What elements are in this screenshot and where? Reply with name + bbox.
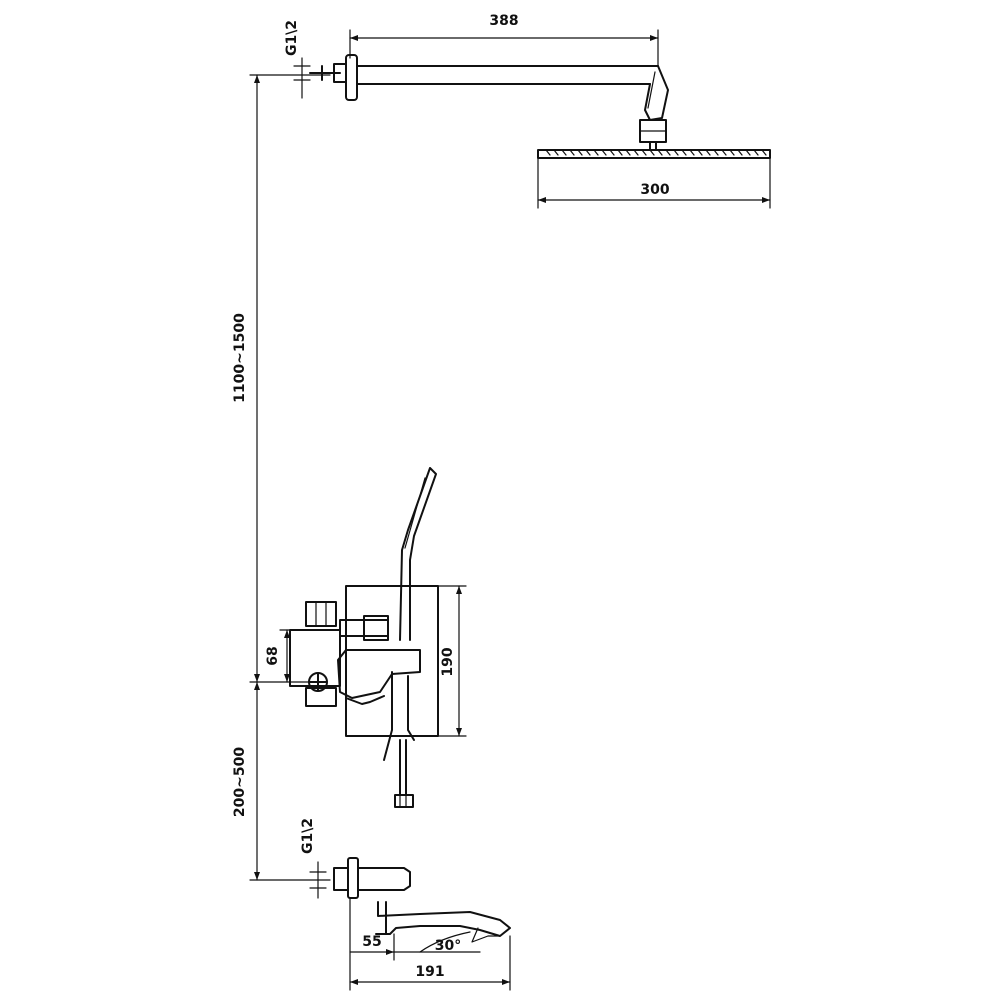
spout-length-label: 191	[415, 964, 444, 980]
nozzle-mark	[673, 149, 679, 156]
nozzle-mark	[593, 149, 599, 156]
nozzle-mark	[713, 149, 719, 156]
nozzle-mark	[633, 149, 639, 156]
body-height-label: 190	[440, 647, 456, 676]
nozzle-mark	[569, 149, 575, 156]
nozzle-mark	[657, 149, 663, 156]
valve-offset-label: 68	[265, 646, 281, 665]
nozzle-mark	[561, 149, 567, 156]
shower-head-nozzles	[545, 149, 767, 156]
nozzle-mark	[681, 149, 687, 156]
dim-head-height: 1100~1500	[232, 74, 331, 683]
bottom-thread-label: G1\2	[300, 818, 316, 854]
dim-top-inlet: G1\2	[284, 20, 311, 99]
nozzle-mark	[641, 149, 647, 156]
spout-offset-label: 55	[362, 934, 381, 950]
arm-length-label: 388	[489, 13, 518, 29]
dim-body-height: 190	[437, 585, 467, 737]
nozzle-mark	[745, 149, 751, 156]
head-height-label: 1100~1500	[232, 313, 248, 403]
mixer-valve	[289, 467, 439, 808]
nozzle-mark	[665, 149, 671, 156]
dim-spout-offset: 55 30°	[349, 931, 481, 955]
nozzle-mark	[553, 149, 559, 156]
nozzle-mark	[729, 149, 735, 156]
dim-valve-offset: 68	[249, 629, 311, 683]
spout-angle-label: 30°	[435, 938, 461, 954]
dim-bottom-inlet: G1\2	[300, 818, 327, 899]
nozzle-mark	[617, 149, 623, 156]
nozzle-mark	[737, 149, 743, 156]
bath-spout	[333, 857, 511, 961]
nozzle-mark	[601, 149, 607, 156]
nozzle-mark	[625, 149, 631, 156]
nozzle-mark	[705, 149, 711, 156]
dim-lower-height: 200~500	[232, 681, 331, 881]
dim-head-width: 300	[537, 157, 771, 209]
nozzle-mark	[585, 149, 591, 156]
nozzle-mark	[649, 149, 655, 156]
nozzle-mark	[689, 149, 695, 156]
wall-arm-assembly	[309, 54, 669, 151]
nozzle-mark	[577, 149, 583, 156]
dim-spout-length: 191	[349, 897, 511, 991]
top-thread-label: G1\2	[284, 20, 300, 56]
nozzle-mark	[761, 149, 767, 156]
dim-arm-length: 388	[349, 13, 659, 67]
nozzle-mark	[753, 149, 759, 156]
nozzle-mark	[697, 149, 703, 156]
shower-head	[537, 149, 771, 159]
nozzle-mark	[721, 149, 727, 156]
head-width-label: 300	[640, 182, 669, 198]
nozzle-mark	[545, 149, 551, 156]
nozzle-mark	[609, 149, 615, 156]
lower-height-label: 200~500	[232, 747, 248, 817]
